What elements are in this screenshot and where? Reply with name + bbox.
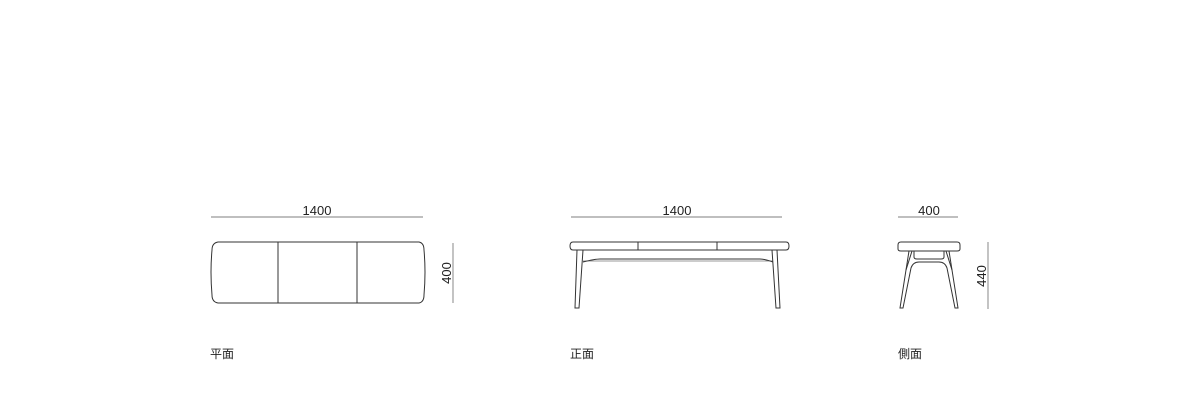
plan-depth-dimension: 400	[439, 262, 454, 284]
side-height-dimension: 440	[974, 265, 989, 287]
front-view-label: 正面	[570, 347, 595, 361]
stretcher	[582, 258, 774, 263]
side-view-label: 側面	[898, 347, 923, 361]
plan-view-label: 平面	[210, 347, 235, 361]
seat-top	[897, 241, 961, 252]
side-view: 400 440	[897, 203, 989, 309]
plan-width-dimension: 1400	[303, 203, 332, 218]
legs-inner	[905, 250, 953, 271]
rail	[913, 251, 945, 260]
seat-outline	[210, 241, 426, 304]
plan-view: 1400 400	[210, 203, 454, 304]
front-view: 1400	[569, 203, 790, 309]
leg-left	[574, 249, 584, 309]
legs-outer	[899, 250, 959, 309]
front-width-dimension: 1400	[663, 203, 692, 218]
leg-right	[771, 249, 781, 309]
side-width-dimension: 400	[918, 203, 940, 218]
seat-top	[569, 241, 790, 251]
